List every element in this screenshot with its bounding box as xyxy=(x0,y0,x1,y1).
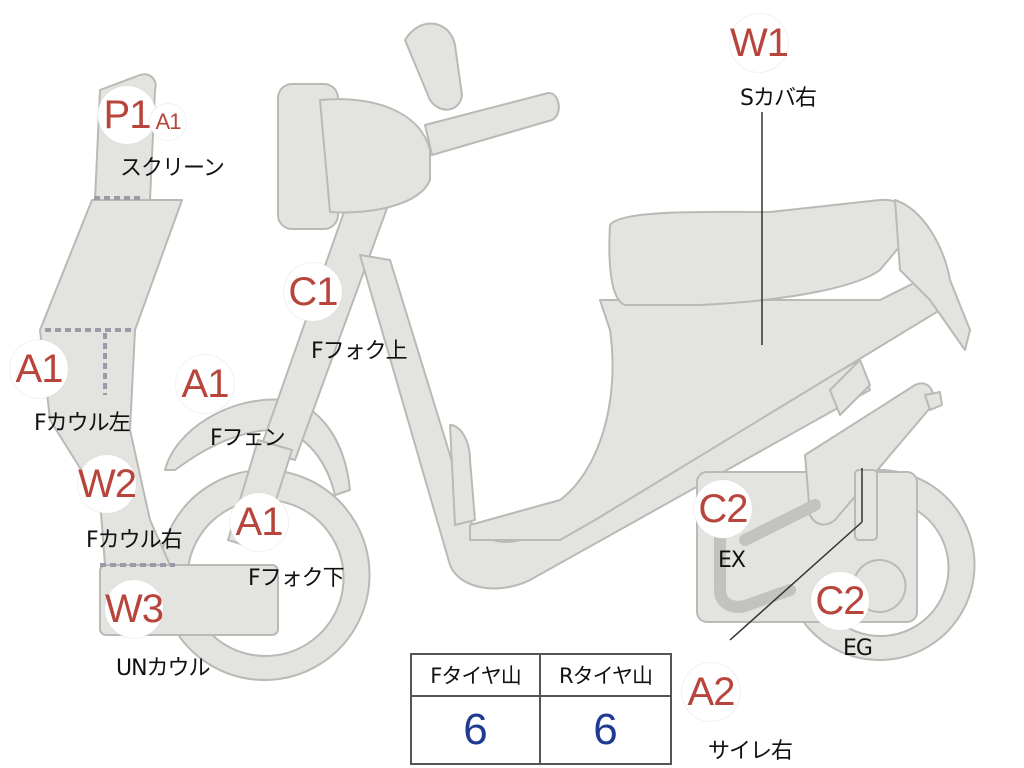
swingarm xyxy=(829,359,871,416)
grade-badge-a1-screen: A1 xyxy=(150,104,186,140)
front-tire-header: Fタイヤ山 xyxy=(412,655,541,697)
seat xyxy=(608,198,910,306)
grade-badge-w3: W3 xyxy=(105,580,164,638)
part-label-screen: スクリーン xyxy=(120,156,225,181)
rear-shock xyxy=(854,469,878,541)
exhaust-pipe xyxy=(714,514,796,613)
grade-badge-w2: W2 xyxy=(78,455,137,513)
front-tire-value: 6 xyxy=(412,697,541,763)
rear-tire-value: 6 xyxy=(593,705,618,754)
part-label-fender: Fフェン xyxy=(210,426,286,451)
grade-badge-c1: C1 xyxy=(284,263,342,321)
part-label-right-cowl: Fカウル右 xyxy=(86,528,183,553)
front-wheel xyxy=(158,469,371,681)
mirror xyxy=(404,22,463,111)
part-label-seat-cover: Sカバ右 xyxy=(740,86,817,111)
grade-badge-w1: W1 xyxy=(730,14,789,72)
grade-badge-a1-fork-lower: A1 xyxy=(230,493,288,551)
grade-badge-p1: P1 xyxy=(98,86,156,144)
tire-tread-table: Fタイヤ山 Rタイヤ山 6 6 xyxy=(410,653,672,765)
part-label-fork-upper: Fフォク上 xyxy=(311,339,408,364)
part-label-left-cowl: Fカウル左 xyxy=(34,411,131,436)
grade-badge-c2-eg: C2 xyxy=(811,572,869,630)
side-cover xyxy=(469,274,941,541)
part-label-silencer: サイレ右 xyxy=(708,739,793,764)
grade-badge-a1-fender: A1 xyxy=(176,355,234,413)
handlebar xyxy=(424,92,560,156)
grade-badge-a2: A2 xyxy=(682,663,740,721)
part-label-engine: EG xyxy=(843,636,873,661)
part-label-exhaust: EX xyxy=(718,548,746,573)
tail xyxy=(894,199,971,351)
handle-cover xyxy=(319,98,431,214)
rear-tire-header: Rタイヤ山 xyxy=(541,655,670,697)
muffler xyxy=(804,382,935,526)
part-label-fork-lower: Fフォク下 xyxy=(248,566,345,591)
muffler-tip xyxy=(924,391,943,411)
floor-inner xyxy=(449,424,476,526)
part-label-under-cowl: UNカウル xyxy=(116,656,211,681)
grade-badge-a1-left-cowl: A1 xyxy=(10,340,68,398)
grade-badge-c2-ex: C2 xyxy=(694,480,752,538)
